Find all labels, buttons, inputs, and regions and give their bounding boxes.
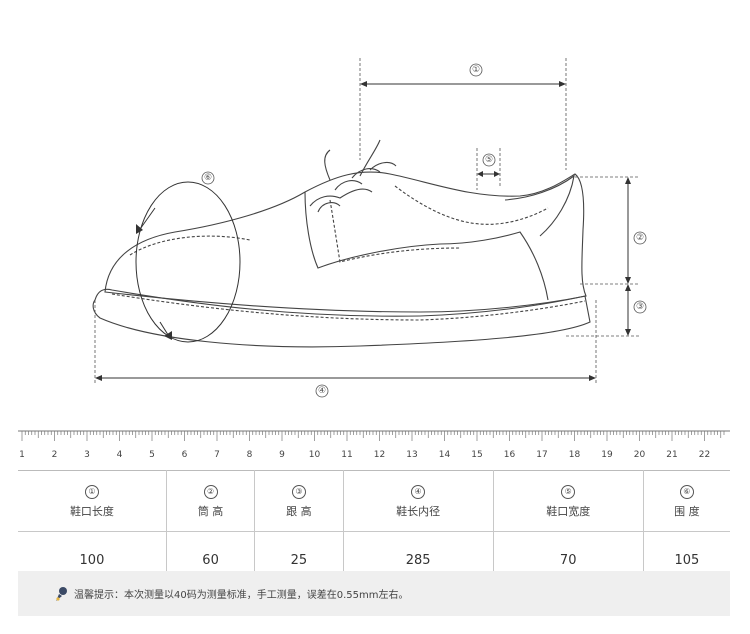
marker-5: ⑤: [485, 155, 493, 165]
ruler-number: 15: [471, 450, 482, 460]
shoe-measurement-diagram: ① ② ③ ④ ⑤ ⑥: [92, 58, 647, 398]
ruler-number: 22: [699, 450, 710, 460]
ruler-number: 3: [84, 450, 90, 460]
marker-3: ③: [636, 302, 644, 312]
ruler-number: 19: [601, 450, 613, 460]
ruler-number: 2: [52, 450, 58, 460]
ruler-number: 11: [341, 450, 352, 460]
ruler-number: 4: [117, 450, 123, 460]
ruler-number: 13: [406, 450, 417, 460]
marker-1: ①: [472, 65, 480, 75]
marker-2: ②: [636, 233, 644, 243]
ruler-number: 6: [182, 450, 188, 460]
tip-banner: 温馨提示：本次测量以40码为测量标准，手工测量，误差在0.55mm左右。: [18, 571, 730, 616]
marker-4: ④: [318, 386, 326, 396]
ruler-number: 8: [247, 450, 253, 460]
marker-6: ⑥: [204, 173, 212, 183]
ruler-number: 18: [569, 450, 581, 460]
ruler-number: 10: [309, 450, 321, 460]
ruler-number: 14: [439, 450, 451, 460]
ruler-number: 1: [19, 450, 25, 460]
shoe-upper: [104, 171, 587, 313]
ruler-number: 17: [536, 450, 547, 460]
ruler-number: 16: [504, 450, 516, 460]
ruler-number: 21: [666, 450, 677, 460]
ruler-number: 20: [634, 450, 646, 460]
ruler-number: 7: [214, 450, 220, 460]
ruler-number: 9: [279, 450, 285, 460]
ruler-number: 12: [374, 450, 385, 460]
tip-text: 温馨提示：本次测量以40码为测量标准，手工测量，误差在0.55mm左右。: [74, 590, 409, 601]
shoe-sole: [92, 288, 591, 348]
ruler-number: 5: [149, 450, 155, 460]
speech-bubble-icon: [56, 586, 67, 601]
